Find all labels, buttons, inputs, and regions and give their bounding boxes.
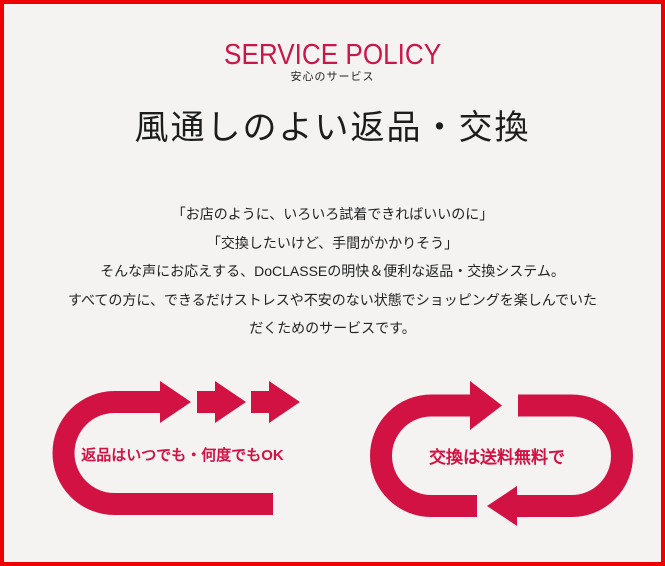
- section-title: SERVICE POLICY: [223, 39, 442, 71]
- section-subtitle: 安心のサービス: [290, 71, 375, 83]
- return-feature-label: 返品はいつでも・何度でもOK: [81, 447, 284, 464]
- intro-line: 「お店のように、いろいろ試着できればいいのに」: [171, 206, 494, 222]
- page-title: 風通しのよい返品・交換: [134, 109, 531, 147]
- return-arrow-loop-icon: [52, 381, 300, 515]
- exchange-arrow-loop-icon: [369, 381, 634, 526]
- intro-line: そんな声にお応えする、DoCLASSEの明快＆便利な返品・交換システム。: [100, 263, 565, 279]
- intro-line: すべての方に、できるだけストレスや不安のない状態でショッピングを楽しんでいた: [67, 291, 598, 308]
- intro-line: だくためのサービスです。: [249, 320, 416, 336]
- intro-line: 「交換したいけど、手間がかかりそう」: [206, 234, 459, 251]
- exchange-feature-label: 交換は送料無料で: [429, 448, 565, 467]
- intro-paragraph: 「お店のように、いろいろ試着できればいいのに」 「交換したいけど、手間がかかりそ…: [4, 200, 661, 343]
